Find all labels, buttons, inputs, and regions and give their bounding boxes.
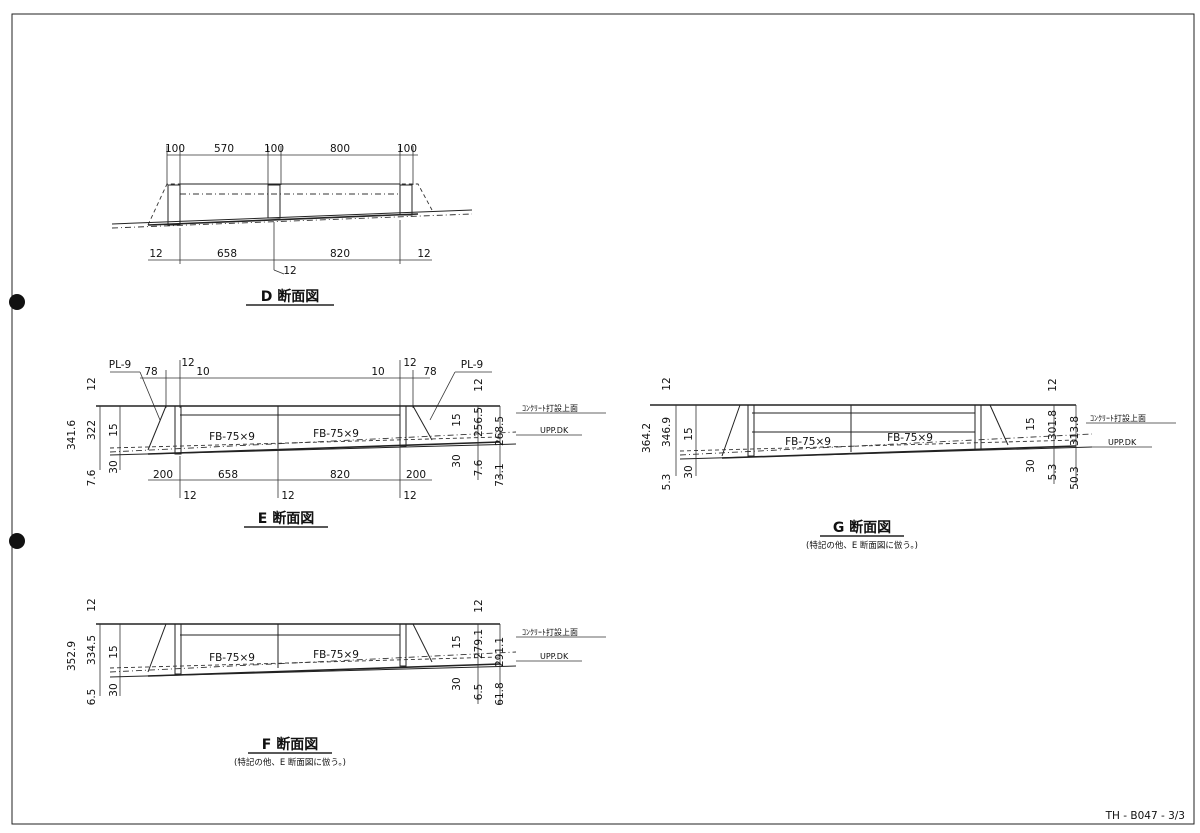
d-top-dim-5: 100 [397,143,417,155]
section-f: FB-75×9 FB-75×9 ｺﾝｸﾘｰﾄ打設上面 UPP.DK 12 352… [66,598,606,768]
d-top-dim-3: 100 [264,143,284,155]
f-right-6-5: 6.5 [473,684,485,701]
drawing-number: TH - B047 - 3/3 [1105,810,1185,822]
e-top-12-left: 12 [181,357,194,369]
e-top-78-right: 78 [423,366,436,378]
g-fb-right: FB-75×9 [887,432,933,444]
g-left-5-3: 5.3 [661,474,673,491]
f-left-334-5: 334.5 [86,635,98,665]
e-left-30: 30 [108,460,120,473]
g-right-15: 15 [1025,417,1037,430]
g-right-30: 30 [1025,459,1037,472]
d-top-dim-1: 100 [165,143,185,155]
binder-hole-bottom [9,533,25,549]
f-upp-dk-label: UPP.DK [540,652,569,661]
section-e: PL-9 PL-9 78 12 10 10 12 78 FB-75×9 FB-7… [66,357,606,528]
f-right-61-8: 61.8 [494,682,506,705]
f-left-12: 12 [86,598,98,611]
e-bottom-200-left: 200 [153,469,173,481]
e-fb-right: FB-75×9 [313,428,359,440]
f-left-352-9: 352.9 [66,641,78,671]
f-right-291-1: 291.1 [494,637,506,667]
sheet-border [11,13,1195,825]
g-left-12: 12 [661,377,673,390]
f-section-title: F 断面図 [262,736,318,753]
e-bottom-200-right: 200 [406,469,426,481]
f-right-15: 15 [451,635,463,648]
e-right-268-5: 268.5 [494,416,506,446]
f-right-12: 12 [473,599,485,612]
d-bottom-dim-2: 658 [217,248,237,260]
e-top-10-right: 10 [371,366,384,378]
e-right-12: 12 [473,378,485,391]
g-section-title: G 断面図 [833,519,891,536]
binder-hole-top [9,294,25,310]
g-upp-dk-label: UPP.DK [1108,438,1137,447]
e-left-12: 12 [86,377,98,390]
g-section-note: (特記の他、E 断面図に倣う。) [806,540,918,551]
g-left-15: 15 [683,427,695,440]
e-left-341-6: 341.6 [66,420,78,450]
e-fb-left: FB-75×9 [209,431,255,443]
e-upp-dk-label: UPP.DK [540,426,569,435]
e-right-256-5: 256.5 [473,407,485,437]
e-top-78-left: 78 [144,366,157,378]
g-right-12: 12 [1047,378,1059,391]
section-d: 100 570 100 800 100 12 658 820 12 12 D 断… [111,143,473,306]
f-left-30: 30 [108,683,120,696]
e-top-12-right: 12 [403,357,416,369]
g-concrete-top-label: ｺﾝｸﾘｰﾄ打設上面 [1090,413,1146,423]
e-pl-left: PL-9 [109,359,131,371]
e-left-7-6: 7.6 [86,469,98,486]
d-top-dim-2: 570 [214,143,234,155]
e-bottom-12-a: 12 [183,490,196,502]
d-section-title: D 断面図 [261,288,320,305]
f-left-6-5: 6.5 [86,689,98,706]
e-bottom-658: 658 [218,469,238,481]
g-left-346-9: 346.9 [661,417,673,447]
e-top-10-left: 10 [196,366,209,378]
f-fb-left: FB-75×9 [209,652,255,664]
d-top-dim-4: 800 [330,143,350,155]
f-right-279-1: 279.1 [473,629,485,659]
f-right-30: 30 [451,677,463,690]
g-fb-left: FB-75×9 [785,436,831,448]
e-left-322: 322 [86,420,98,440]
e-bottom-820: 820 [330,469,350,481]
e-pl-right: PL-9 [461,359,483,371]
e-bottom-12-c: 12 [403,490,416,502]
e-concrete-top-label: ｺﾝｸﾘｰﾄ打設上面 [522,403,578,413]
e-right-30: 30 [451,454,463,467]
section-g: FB-75×9 FB-75×9 ｺﾝｸﾘｰﾄ打設上面 UPP.DK 12 364… [641,377,1176,551]
e-right-15: 15 [451,413,463,426]
g-right-301-8: 301.8 [1047,410,1059,440]
f-fb-right: FB-75×9 [313,649,359,661]
f-section-note: (特記の他、E 断面図に倣う。) [234,757,346,768]
g-left-30: 30 [683,465,695,478]
d-bottom-dim-1: 12 [149,248,162,260]
e-right-7-6: 7.6 [473,459,485,476]
e-section-title: E 断面図 [258,510,314,527]
d-bottom-dim-4: 12 [417,248,430,260]
g-left-364-2: 364.2 [641,423,653,453]
e-left-15: 15 [108,423,120,436]
d-mid-dim: 12 [283,265,296,277]
f-left-15: 15 [108,645,120,658]
g-right-50-3: 50.3 [1069,466,1081,489]
g-right-313-8: 313.8 [1069,416,1081,446]
e-bottom-12-b: 12 [281,490,294,502]
f-concrete-top-label: ｺﾝｸﾘｰﾄ打設上面 [522,627,578,637]
g-right-5-3: 5.3 [1047,464,1059,481]
d-bottom-dim-3: 820 [330,248,350,260]
e-right-73-1: 73.1 [494,463,506,486]
